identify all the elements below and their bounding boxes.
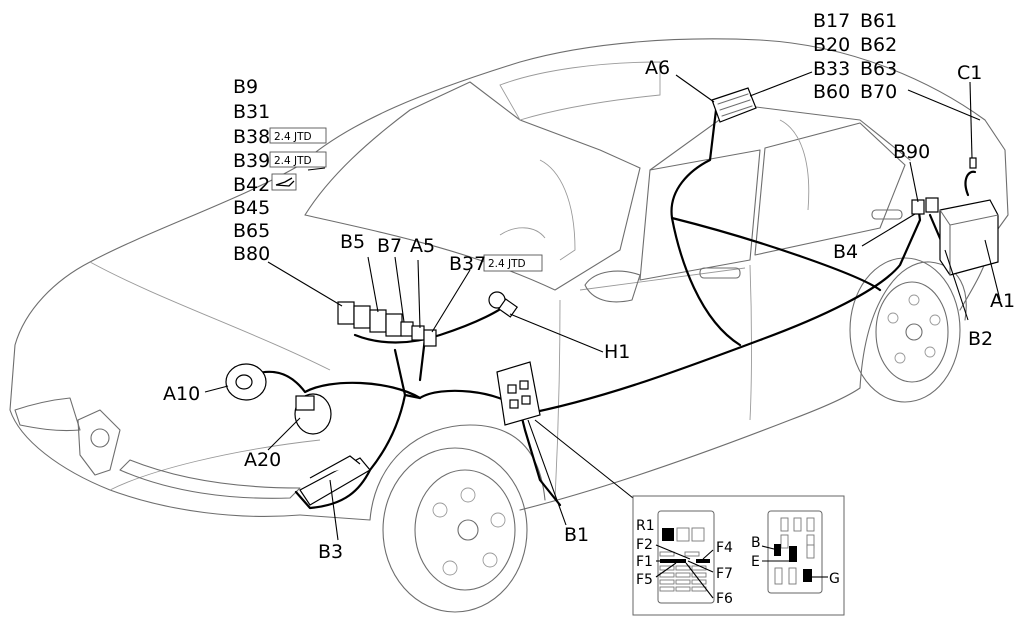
tag-b38-text: 2.4 JTD [274, 131, 312, 143]
tag-b39-text: 2.4 JTD [274, 155, 312, 167]
component-fuse-box [496, 361, 541, 426]
label-b62: B62 [860, 34, 897, 56]
label-a10: A10 [163, 383, 200, 405]
label-b3: B3 [318, 541, 343, 563]
label-b80: B80 [233, 243, 270, 265]
component-a6-bodycomputer [711, 87, 757, 123]
label-b2: B2 [968, 328, 993, 350]
component-h1-sensor [488, 291, 519, 318]
component-b90-connector [911, 197, 939, 215]
label-a20: A20 [244, 449, 281, 471]
label-c1: C1 [957, 62, 982, 84]
label-b38: B38 [233, 126, 270, 148]
label-f2: F2 [636, 537, 653, 553]
label-b61: B61 [860, 10, 897, 32]
component-b3-box [299, 455, 371, 506]
label-f4: F4 [716, 540, 733, 556]
tag-b37-text: 2.4 JTD [488, 258, 526, 270]
component-b7-connector [400, 321, 425, 341]
label-b70: B70 [860, 81, 897, 103]
label-a5: A5 [410, 235, 435, 257]
tag-b37: 2.4 JTD [483, 254, 543, 272]
label-f5: F5 [636, 572, 653, 588]
label-b5: B5 [340, 231, 365, 253]
label-b39: B39 [233, 150, 270, 172]
label-b33: B33 [813, 58, 850, 80]
labels-left-column: B9 B31 B38 B39 B42 B45 B65 B80 [233, 76, 270, 265]
label-r1: R1 [636, 518, 655, 534]
label-b31: B31 [233, 101, 270, 123]
label-g: G [829, 571, 840, 587]
label-b1: B1 [564, 524, 589, 546]
tag-b39: 2.4 JTD [269, 151, 327, 168]
component-c1-ground [969, 157, 977, 169]
label-b60: B60 [813, 81, 850, 103]
label-b9: B9 [233, 76, 258, 98]
label-b37: B37 [449, 253, 486, 275]
label-f6: F6 [716, 591, 733, 607]
fuse-panel-left: R1 F2 F1 F5 F4 F7 F6 [636, 510, 733, 607]
component-a5-connector [423, 329, 437, 347]
label-b17: B17 [813, 10, 850, 32]
label-b65: B65 [233, 220, 270, 242]
component-a1-battery [939, 199, 999, 276]
label-h1: H1 [604, 341, 630, 363]
component-a10-horn [225, 363, 267, 401]
label-f7: F7 [716, 566, 733, 582]
label-b42: B42 [233, 174, 270, 196]
fuse-box-inset: R1 F2 F1 F5 F4 F7 F6 B E [632, 495, 845, 616]
label-b7: B7 [377, 235, 402, 257]
leader-lines [204, 71, 1001, 541]
label-b45: B45 [233, 197, 270, 219]
label-e: E [751, 554, 760, 570]
label-a1: A1 [990, 290, 1015, 312]
component-a20-horn [294, 393, 332, 435]
label-b: B [751, 535, 761, 551]
car-outline [9, 38, 1009, 613]
label-a6: A6 [645, 57, 670, 79]
labels-engine-bay: B5 B7 A5 B37 A10 A20 B3 B1 H1 [163, 231, 630, 563]
fuse-panel-right: B E G [751, 510, 840, 594]
tag-b38: 2.4 JTD [269, 127, 327, 144]
label-b90: B90 [893, 141, 930, 163]
label-b20: B20 [813, 34, 850, 56]
label-b63: B63 [860, 58, 897, 80]
labels-top-right: A6 B17 B20 B33 B60 B61 B62 B63 B70 C1 B9… [645, 10, 1015, 350]
label-f1: F1 [636, 554, 653, 570]
component-b5-relay-block [337, 301, 403, 337]
oil-can-icon [271, 173, 297, 191]
label-b4: B4 [833, 241, 858, 263]
